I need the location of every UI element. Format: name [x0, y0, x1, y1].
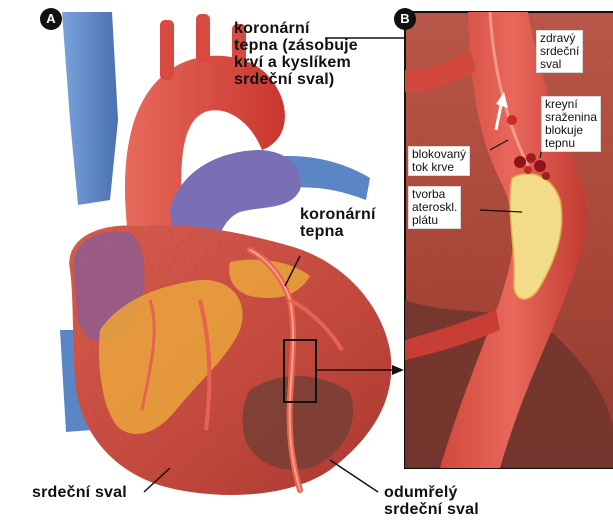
blocked-flow-label: blokovaný tok krve: [408, 146, 470, 176]
plaque-label: tvorba ateroskl. plátu: [408, 186, 461, 229]
healthy-muscle-label: zdravý srdeční sval: [536, 30, 583, 73]
superior-vena-cava: [62, 12, 118, 205]
zoom-arrow-head: [392, 365, 404, 375]
heart-muscle-label: srdeční sval: [32, 484, 127, 501]
dead-muscle-label: odumřelý srdeční sval: [384, 484, 479, 518]
coronary-artery-supply-label: koronární tepna (zásobuje krví a kyslíke…: [234, 20, 358, 88]
artery-panel: [405, 12, 613, 468]
coronary-artery-label: koronární tepna: [300, 206, 376, 240]
blood-clot-label: kreyní sraženina blokuje tepnu: [541, 96, 601, 152]
panel-b-badge: B: [394, 8, 416, 30]
panel-a-badge: A: [40, 8, 62, 30]
